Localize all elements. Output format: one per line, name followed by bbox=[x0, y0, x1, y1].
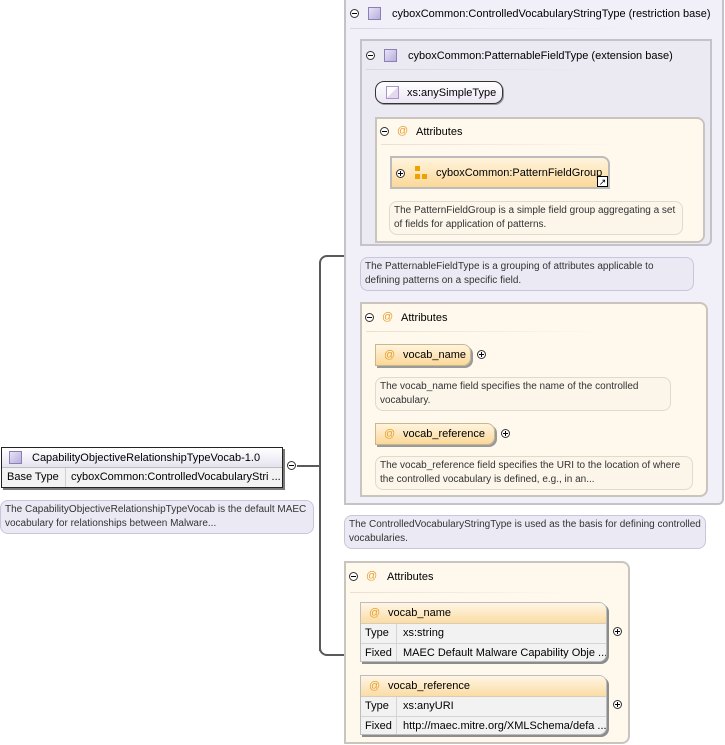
group-expand-toggle[interactable] bbox=[396, 169, 405, 178]
attribute-icon: @ bbox=[384, 428, 396, 440]
restriction-collapse-toggle[interactable] bbox=[350, 9, 359, 18]
attribute-icon: @ bbox=[397, 125, 409, 137]
pattern-field-group-doc: The PatternFieldGroup is a simple field … bbox=[389, 201, 683, 235]
extension-collapse-toggle[interactable] bbox=[366, 51, 375, 60]
attributes-label: Attributes bbox=[416, 126, 463, 138]
attribute-group-icon bbox=[415, 166, 429, 180]
pattern-field-group-name: cyboxCommon:PatternFieldGroup bbox=[436, 167, 603, 179]
attribute-name: vocab_name bbox=[388, 607, 451, 619]
vocab-reference-attribute-table[interactable]: @ vocab_reference Type xs:anyURI Fixed h… bbox=[360, 675, 607, 735]
connector-top-curve bbox=[319, 255, 335, 269]
simple-type-icon bbox=[386, 86, 399, 99]
extension-base-title: cyboxCommon:PatternableFieldType (extens… bbox=[408, 50, 673, 62]
attribute-icon: @ bbox=[369, 607, 381, 619]
type-label: Type bbox=[361, 697, 397, 716]
type-value: xs:string bbox=[403, 627, 444, 639]
attributes-label: Attributes bbox=[401, 312, 448, 324]
base-type-value: cyboxCommon:ControlledVocabularyStri ... bbox=[71, 471, 281, 483]
vocab-reference-expand-toggle[interactable] bbox=[501, 429, 510, 438]
connector-bottom-curve bbox=[319, 642, 335, 656]
vocab-reference-doc: The vocab_reference field specifies the … bbox=[375, 456, 693, 490]
root-attributes-box: @ Attributes @ vocab_name Type xs:string… bbox=[344, 561, 630, 744]
attribute-name: vocab_name bbox=[403, 349, 466, 361]
attributes-collapse-toggle[interactable] bbox=[349, 572, 358, 581]
simple-type-pill[interactable]: xs:anySimpleType bbox=[375, 81, 503, 104]
attribute-icon: @ bbox=[384, 349, 396, 361]
vocab-name-expand-toggle[interactable] bbox=[477, 350, 486, 359]
restriction-attributes-box: @ Attributes @ vocab_name The vocab_name… bbox=[360, 302, 708, 497]
simple-type-name: xs:anySimpleType bbox=[407, 87, 497, 99]
type-label: Type bbox=[361, 624, 397, 643]
restriction-doc: The ControlledVocabularyStringType is us… bbox=[344, 515, 706, 549]
attribute-icon: @ bbox=[369, 680, 381, 692]
vocab-name-attribute-table[interactable]: @ vocab_name Type xs:string Fixed MAEC D… bbox=[360, 602, 607, 662]
vocab-name-attribute[interactable]: @ vocab_name bbox=[375, 344, 471, 366]
pattern-field-group[interactable]: cyboxCommon:PatternFieldGroup ↗ bbox=[390, 156, 610, 189]
connector-trunk bbox=[319, 262, 321, 651]
complex-type-icon bbox=[9, 451, 22, 464]
complex-type-icon bbox=[368, 7, 381, 20]
attribute-name: vocab_reference bbox=[388, 680, 470, 692]
complex-type-icon bbox=[384, 49, 397, 62]
attributes-collapse-toggle[interactable] bbox=[365, 313, 374, 322]
root-collapse-toggle[interactable] bbox=[287, 461, 296, 470]
attribute-name: vocab_reference bbox=[403, 428, 485, 440]
attribute-icon: @ bbox=[366, 570, 378, 582]
root-type-box[interactable]: CapabilityObjectiveRelationshipTypeVocab… bbox=[1, 447, 283, 488]
restriction-base-box: cyboxCommon:ControlledVocabularyStringTy… bbox=[344, 0, 724, 505]
connector-bottom-branch bbox=[333, 654, 345, 656]
attribute-icon: @ bbox=[382, 311, 394, 323]
fixed-value: http://maec.mitre.org/XMLSchema/defa ... bbox=[403, 720, 607, 732]
fixed-label: Fixed bbox=[361, 644, 397, 661]
root-doc: The CapabilityObjectiveRelationshipTypeV… bbox=[0, 500, 314, 534]
fixed-label: Fixed bbox=[361, 717, 397, 734]
extension-base-box: cyboxCommon:PatternableFieldType (extens… bbox=[360, 39, 712, 246]
extension-doc: The PatternableFieldType is a grouping o… bbox=[360, 257, 694, 291]
vocab-name-expand-toggle[interactable] bbox=[613, 627, 622, 636]
attributes-label: Attributes bbox=[387, 571, 434, 583]
attributes-collapse-toggle[interactable] bbox=[380, 127, 389, 136]
extension-attributes-box: @ Attributes cyboxCommon:PatternFieldGro… bbox=[375, 117, 705, 243]
reference-link-icon[interactable]: ↗ bbox=[597, 176, 608, 187]
base-type-label: Base Type bbox=[7, 471, 59, 483]
fixed-value: MAEC Default Malware Capability Obje ... bbox=[403, 647, 607, 659]
vocab-name-doc: The vocab_name field specifies the name … bbox=[375, 377, 671, 411]
type-value: xs:anyURI bbox=[403, 700, 454, 712]
connector-top-branch bbox=[333, 255, 345, 257]
vocab-reference-expand-toggle[interactable] bbox=[613, 700, 622, 709]
connector-root-branch bbox=[297, 465, 320, 467]
restriction-base-title: cyboxCommon:ControlledVocabularyStringTy… bbox=[392, 8, 711, 20]
root-type-name: CapabilityObjectiveRelationshipTypeVocab… bbox=[32, 452, 261, 464]
vocab-reference-attribute[interactable]: @ vocab_reference bbox=[375, 423, 495, 445]
